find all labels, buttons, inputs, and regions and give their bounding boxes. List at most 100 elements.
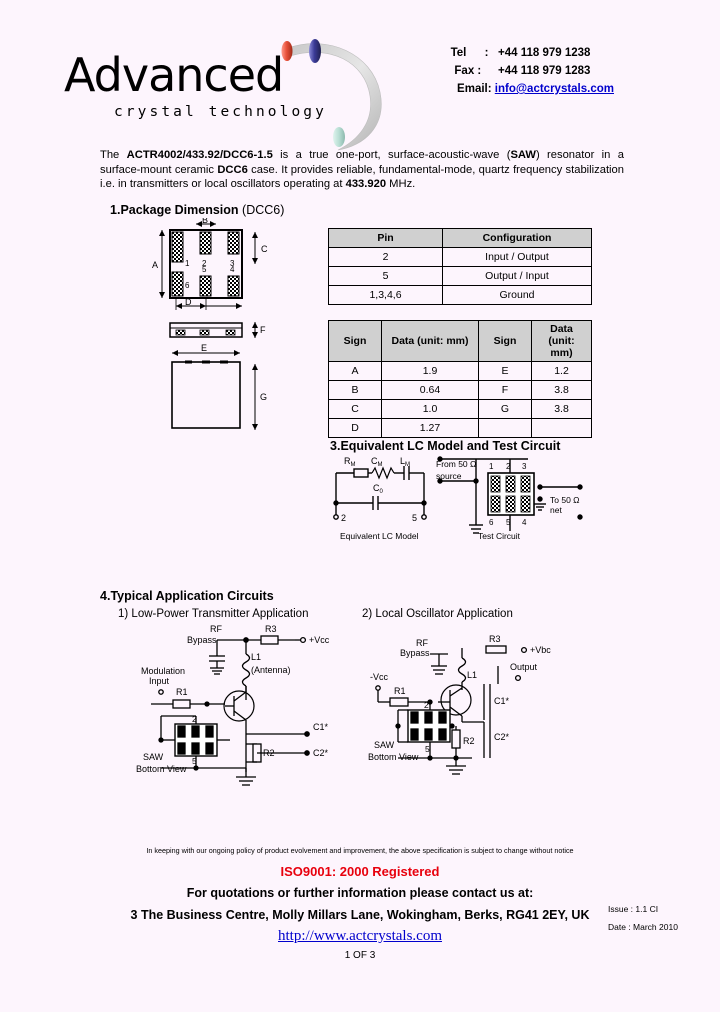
ac1-label-r3: R3 [265,624,277,634]
pin-number-3: 3 [230,259,235,268]
test-pin-2: 2 [506,462,511,471]
intro-text-2: is a true one-port, surface-acoustic-wav… [272,149,511,161]
ac2-label-bottom-view: Bottom View [368,752,419,762]
test-pin-5: 5 [506,518,511,527]
intro-text-4: case. It provides reliable, fundamental-… [100,163,624,191]
dim-label-C: C [261,244,268,254]
config-cell: Ground [442,285,592,305]
footer-quotations-line: For quotations or further information pl… [186,886,534,900]
pin-configuration-table: Pin Configuration 2 Input / Output 5 Out… [328,228,592,305]
contact-email-label: Email: [457,83,492,95]
ac1-saw-pin-bottom: 5 [192,756,197,766]
dim-label-E: E [201,343,207,353]
section-heading-lc-model: 3.Equivalent LC Model and Test Circuit [330,439,560,453]
footer-issue: Issue : 1.1 CI [608,904,659,914]
lc-label-lm: LM [400,456,410,468]
ac2-label-vcc: +Vbc [530,645,551,655]
ac2-label-r3: R3 [489,634,501,644]
ac2-label-r2: R2 [463,736,475,746]
contact-email-link[interactable]: info@actcrystals.com [494,83,614,95]
footer-website-link[interactable]: http://www.actcrystals.com [0,928,720,945]
dim-label-D: D [185,297,192,307]
table-row: 5 Output / Input [328,266,592,286]
app-circuit-1-title: 1) Low-Power Transmitter Application [118,608,309,620]
test-pin-4: 4 [522,518,527,527]
data-cell: 0.64 [381,380,479,400]
intro-paragraph: The ACTR4002/433.92/DCC6-1.5 is a true o… [100,148,624,192]
table-header-row: Sign Data (unit: mm) Sign Data (unit: mm… [328,320,592,362]
table-row: 1,3,4,6 Ground [328,285,592,305]
sign-cell: G [478,399,532,419]
ac1-label-saw: SAW [143,752,164,762]
lc-model-and-test-circuit-drawing: RM CM LM C0 2 5 E [333,456,583,541]
table-row: D 1.27 [328,418,592,438]
package-dimension-drawing: 1 2 3 6 5 4 A B C D [152,218,268,430]
contact-tel-sep: : [484,47,489,59]
ac2-label-rf: RF [416,638,428,648]
pin-number-6: 6 [185,281,190,290]
config-cell: Output / Input [442,266,592,286]
package-top-view: 1 2 3 6 5 4 A B C D [152,218,268,310]
contact-fax-value: +44 118 979 1283 [498,65,591,77]
ac1-saw-pin-top: 2 [192,714,197,724]
contact-fax-row: Fax : +44 118 979 1283 [451,62,614,80]
app-circuit-1-drawing: R3 +Vcc RF Bypass L1 (Antenna) Modulatio… [136,624,330,786]
test-pin-1: 1 [489,462,494,471]
lc-pin-left: 2 [341,513,346,523]
sign-cell [478,418,532,438]
dim-label-A: A [152,260,158,270]
sign-cell: E [478,361,532,381]
lc-model-caption: Equivalent LC Model [340,531,419,541]
sign-cell: A [328,361,382,381]
dim-label-F: F [260,325,266,335]
test-load-label-line1: To 50 Ω [550,495,580,505]
ac2-label-output: Output [510,662,538,672]
section-heading-application-circuits: 4.Typical Application Circuits [100,589,274,603]
ac1-label-modulation: Modulation [141,666,185,676]
company-logo: Advanced crystal technology [64,32,382,151]
pin-number-4: 4 [230,265,235,274]
dim-table-header-data-1: Data (unit: mm) [381,320,479,362]
ac1-label-bypass: Bypass [187,635,217,645]
sign-cell: B [328,380,382,400]
ac1-label-c1: C1* [313,722,329,732]
logo-tagline: crystal technology [114,104,327,120]
lc-label-rm: RM [344,456,356,468]
dimension-data-table: Sign Data (unit: mm) Sign Data (unit: mm… [328,320,592,438]
logo-wordmark: Advanced [64,48,284,102]
section-3-title: Equivalent LC Model and Test Circuit [340,439,561,453]
pin-table-header-pin: Pin [328,228,443,248]
contact-tel-row: Tel: +44 118 979 1238 [451,44,614,62]
footer-website-text[interactable]: http://www.actcrystals.com [278,928,442,944]
footer-date: Date : March 2010 [608,922,678,932]
footer-page-number: 1 OF 3 [344,950,376,961]
data-cell [531,418,592,438]
data-cell: 1.9 [381,361,479,381]
test-pin-6: 6 [489,518,494,527]
table-row: 2 Input / Output [328,247,592,267]
section-4-number: 4. [100,589,111,603]
table-header-row: Pin Configuration [328,228,592,248]
dim-label-B: B [202,218,208,225]
dim-table-header-sign-1: Sign [328,320,382,362]
data-cell: 1.0 [381,399,479,419]
footer-address: 3 The Business Centre, Molly Millars Lan… [130,908,590,922]
section-heading-package-dimension: 1.Package Dimension (DCC6) [110,203,284,217]
ac2-label-c2: C2* [494,732,510,742]
intro-text-5: MHz. [386,178,416,190]
ac2-label-bypass: Bypass [400,648,430,658]
ac2-saw-pin-bottom: 5 [425,744,430,754]
pin-cell: 2 [328,247,443,267]
lc-label-c0: C0 [373,483,384,495]
dim-label-G: G [260,392,267,402]
sign-cell: F [478,380,532,400]
dim-table-header-data-2: Data (unit: mm) [531,320,592,362]
data-cell: 3.8 [531,399,592,419]
pin-number-2: 2 [202,259,207,268]
intro-frequency: 433.920 [345,178,387,190]
ac1-label-input: Input [149,676,170,686]
pin-number-1: 1 [185,259,190,268]
data-cell: 1.2 [531,361,592,381]
footer-issue-block: Issue : 1.1 CI Date : March 2010 [608,900,678,936]
